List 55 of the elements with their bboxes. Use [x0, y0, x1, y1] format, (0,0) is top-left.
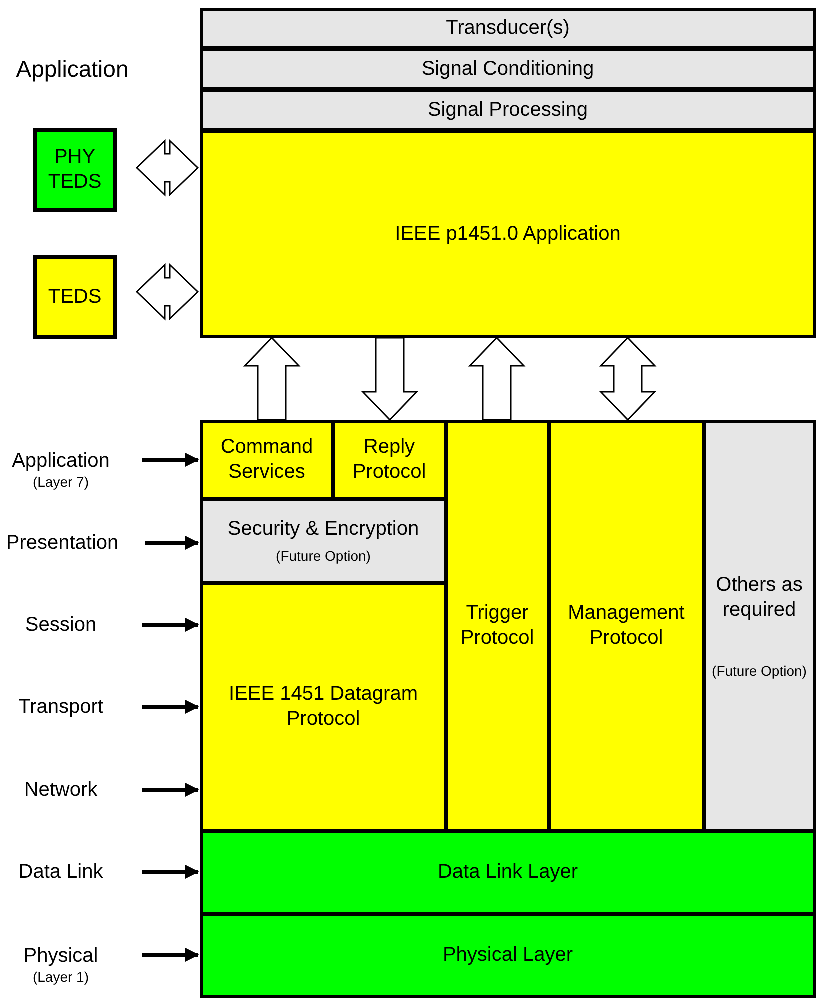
box-label: (Future Option): [712, 662, 807, 680]
block-arrow: [468, 336, 526, 421]
layer-name: Network: [24, 778, 98, 802]
block-arrow: [361, 337, 419, 422]
heading-label: Application: [16, 54, 129, 84]
box-label: Others as required: [715, 572, 804, 623]
box-label: IEEE 1451 Datagram Protocol: [228, 682, 419, 732]
protocol-box: [548, 420, 705, 832]
layer-name: Physical: [24, 944, 98, 970]
block-arrow: [599, 336, 657, 422]
block-arrow: [243, 336, 301, 421]
box-label: Signal Conditioning: [422, 56, 594, 82]
box-label: TEDS: [48, 284, 102, 310]
arrow: [142, 700, 200, 714]
layer-box: [200, 48, 816, 90]
arrow: [142, 453, 200, 467]
box-label: IEEE p1451.0 Application: [395, 222, 621, 246]
arrow: [142, 948, 200, 962]
protocol-box: [200, 498, 447, 584]
box-label: Reply Protocol: [352, 435, 428, 485]
box-label: (Future Option): [276, 548, 371, 565]
layer-box: [200, 913, 816, 998]
arrow: [145, 536, 200, 550]
block-arrow: [136, 263, 200, 321]
protocol-box: [332, 420, 447, 500]
box-label: Command Services: [220, 435, 314, 485]
box-label: Trigger Protocol: [460, 601, 536, 651]
protocol-box: [703, 420, 816, 832]
block-arrow: [136, 139, 200, 197]
layer-box: [200, 8, 816, 49]
box-label: Management Protocol: [567, 601, 686, 651]
layer-name: Presentation: [6, 530, 119, 556]
layer-box: [200, 89, 816, 131]
box-label: Physical Layer: [442, 943, 574, 968]
arrow: [142, 783, 200, 797]
layer-name: Transport: [18, 694, 104, 720]
protocol-box: [200, 582, 447, 832]
layer-box: [200, 130, 816, 338]
layer-name: Application: [12, 449, 110, 474]
box-label: PHY TEDS: [47, 145, 103, 195]
protocol-box: [200, 420, 334, 500]
teds-box: [33, 128, 117, 212]
layer-name: (Layer 7): [32, 474, 90, 491]
box-label: Signal Processing: [428, 98, 588, 122]
arrow: [142, 618, 200, 632]
arrow: [142, 865, 200, 879]
layer-box: [200, 830, 816, 915]
layer-name: (Layer 1): [32, 969, 90, 986]
layer-name: Data Link: [18, 860, 104, 884]
box-label: Transducer(s): [446, 16, 570, 41]
box-label: Data Link Layer: [438, 860, 578, 885]
protocol-box: [445, 420, 550, 832]
layer-name: Session: [25, 612, 97, 638]
teds-box: [33, 255, 117, 339]
box-label: Security & Encryption: [228, 517, 420, 542]
